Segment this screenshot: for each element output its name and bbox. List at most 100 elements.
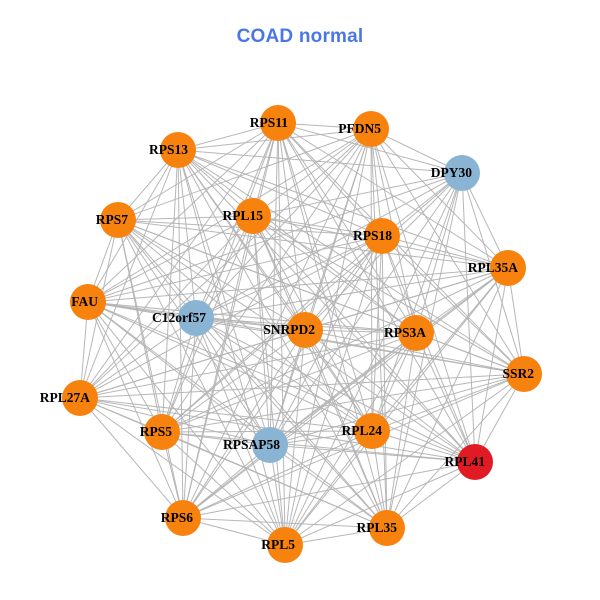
- graph-edge: [117, 219, 306, 331]
- graph-edge: [161, 235, 383, 433]
- graph-edge: [277, 122, 509, 269]
- graph-edge: [182, 267, 509, 519]
- graph-node-c12orf57[interactable]: [178, 300, 214, 336]
- graph-edge: [304, 329, 476, 463]
- graph-node-rps11[interactable]: [260, 105, 296, 141]
- graph-edge: [195, 128, 372, 319]
- graph-node-fau[interactable]: [70, 284, 106, 320]
- graph-edge: [415, 332, 525, 375]
- graph-edge: [117, 219, 184, 519]
- graph-edge: [381, 235, 525, 375]
- graph-node-rpl24[interactable]: [354, 413, 390, 449]
- graph-edge: [161, 317, 197, 433]
- graph-node-rpl35[interactable]: [369, 510, 405, 546]
- graph-node-rpl27a[interactable]: [62, 380, 98, 416]
- graph-edge: [195, 317, 306, 331]
- graph-node-rps7[interactable]: [100, 202, 136, 238]
- graph-node-rpl41[interactable]: [457, 444, 493, 480]
- graph-edge: [277, 122, 463, 174]
- graph-edge: [79, 332, 417, 399]
- graph-edge: [277, 122, 525, 375]
- graph-edge: [195, 267, 509, 319]
- nodes-layer: [62, 105, 542, 563]
- graph-node-rps13[interactable]: [160, 132, 196, 168]
- graph-edge: [117, 219, 286, 546]
- graph-node-ssr2[interactable]: [506, 356, 542, 392]
- graph-edge: [177, 149, 383, 237]
- graph-edge: [195, 317, 373, 432]
- graph-edge: [177, 149, 271, 446]
- graph-edge: [87, 128, 372, 303]
- graph-edge: [284, 430, 373, 546]
- graph-edge: [182, 317, 197, 519]
- graph-edge: [284, 172, 463, 546]
- graph-edge: [252, 215, 388, 529]
- graph-edge: [177, 149, 509, 269]
- graph-node-pfdn5[interactable]: [353, 111, 389, 147]
- graph-edge: [277, 122, 476, 463]
- graph-edge: [177, 149, 525, 375]
- graph-edge: [252, 215, 525, 375]
- graph-edge: [182, 235, 383, 519]
- graph-edge: [370, 128, 373, 432]
- graph-edge: [182, 430, 373, 519]
- graph-edge: [304, 329, 373, 432]
- graph-edge: [381, 235, 476, 463]
- graph-edge: [79, 317, 197, 399]
- graph-edge: [117, 128, 372, 221]
- graph-edge: [117, 219, 373, 432]
- graph-edge: [304, 235, 383, 331]
- graph-edge: [386, 373, 525, 529]
- graph-edge: [370, 128, 388, 529]
- graph-node-snrpd2[interactable]: [287, 312, 323, 348]
- graph-edge: [182, 215, 254, 519]
- graph-edge: [87, 172, 463, 303]
- graph-edge: [177, 149, 388, 529]
- graph-edge: [277, 122, 306, 331]
- graph-node-rpl35a[interactable]: [490, 250, 526, 286]
- graph-edge: [269, 444, 388, 529]
- graph-edge: [284, 332, 417, 546]
- graph-edge: [182, 517, 388, 529]
- graph-edge: [252, 215, 383, 237]
- graph-edge: [117, 219, 509, 269]
- graph-edge: [386, 332, 417, 529]
- graph-edge: [161, 128, 372, 433]
- graph-edge: [177, 149, 476, 463]
- graph-edge: [79, 329, 306, 399]
- graph-edge: [161, 267, 509, 433]
- graph-edge: [161, 431, 286, 546]
- graph-edge: [79, 397, 184, 519]
- graph-node-rps6[interactable]: [165, 500, 201, 536]
- graph-edge: [117, 219, 197, 319]
- graph-edge: [87, 301, 388, 529]
- graph-edge: [371, 373, 525, 432]
- graph-edge: [161, 431, 388, 529]
- graph-edge: [371, 267, 509, 432]
- graph-edge: [79, 215, 254, 399]
- graph-node-rps5[interactable]: [144, 414, 180, 450]
- graph-node-rps18[interactable]: [364, 218, 400, 254]
- graph-edge: [304, 329, 388, 529]
- graph-edge: [87, 122, 279, 303]
- graph-node-rps3a[interactable]: [398, 315, 434, 351]
- graph-edge: [161, 431, 476, 463]
- graph-node-rpsap58[interactable]: [252, 427, 288, 463]
- graph-node-dpy30[interactable]: [444, 155, 480, 191]
- graph-node-rpl15[interactable]: [235, 198, 271, 234]
- graph-edge: [117, 219, 388, 529]
- graph-edge: [79, 128, 372, 399]
- graph-edge: [79, 373, 525, 399]
- graph-node-rpl5[interactable]: [267, 527, 303, 563]
- graph-edge: [304, 329, 525, 375]
- graph-edge: [284, 235, 383, 546]
- graph-edge: [269, 444, 476, 463]
- graph-edge: [370, 128, 525, 375]
- graph-edge: [79, 397, 373, 432]
- graph-edge: [269, 267, 509, 446]
- graph-edge: [161, 373, 525, 433]
- graph-edge: [284, 267, 509, 546]
- graph-edge: [474, 267, 509, 463]
